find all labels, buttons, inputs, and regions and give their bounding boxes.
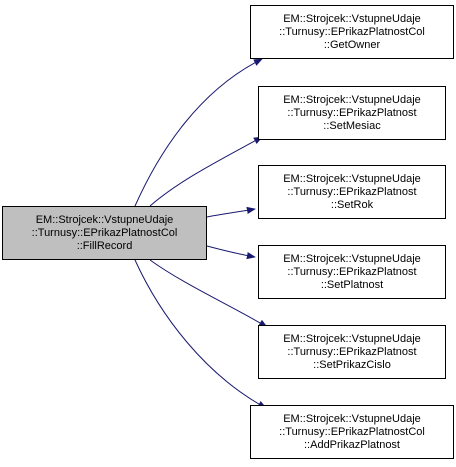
edge-to-set-prikaz-cislo (149, 259, 268, 328)
node-set-mesiac-line-3: ::SetMesiac (323, 119, 381, 132)
node-get-owner-line-3: ::GetOwner (323, 38, 381, 51)
edge-to-get-owner (134, 58, 263, 207)
node-set-prikaz-cislo-line-1: EM::Strojcek::VstupneUdaje (283, 332, 421, 345)
node-set-prikaz-cislo-line-2: ::Turnusy::EPrikazPlatnost (287, 345, 417, 358)
edge-to-set-rok (206, 206, 256, 218)
node-fill-record-line-1: EM::Strojcek::VstupneUdaje (35, 213, 174, 226)
node-add-prikaz-platnost[interactable]: EM::Strojcek::VstupneUdaje ::Turnusy::EP… (250, 405, 454, 459)
node-set-platnost[interactable]: EM::Strojcek::VstupneUdaje ::Turnusy::EP… (258, 245, 446, 299)
node-set-platnost-line-2: ::Turnusy::EPrikazPlatnost (287, 265, 417, 278)
node-set-rok[interactable]: EM::Strojcek::VstupneUdaje ::Turnusy::EP… (258, 165, 446, 219)
node-get-owner-line-2: ::Turnusy::EPrikazPlatnostCol (279, 25, 425, 38)
edge-to-set-mesiac (149, 136, 263, 207)
edge-to-set-platnost (206, 245, 256, 260)
node-set-rok-line-2: ::Turnusy::EPrikazPlatnost (287, 185, 417, 198)
node-set-prikaz-cislo[interactable]: EM::Strojcek::VstupneUdaje ::Turnusy::EP… (258, 325, 446, 379)
node-set-rok-line-1: EM::Strojcek::VstupneUdaje (283, 172, 421, 185)
node-set-platnost-line-3: ::SetPlatnost (320, 278, 384, 291)
node-add-prikaz-platnost-line-3: ::AddPrikazPlatnost (304, 438, 400, 451)
node-set-mesiac-line-1: EM::Strojcek::VstupneUdaje (283, 93, 421, 106)
node-fill-record[interactable]: EM::Strojcek::VstupneUdaje ::Turnusy::EP… (2, 206, 207, 260)
node-set-mesiac-line-2: ::Turnusy::EPrikazPlatnost (287, 106, 417, 119)
edge-to-add-prikaz-platnost (134, 259, 267, 409)
node-fill-record-line-2: ::Turnusy::EPrikazPlatnostCol (31, 226, 178, 239)
node-get-owner-line-1: EM::Strojcek::VstupneUdaje (283, 12, 421, 25)
node-set-rok-line-3: ::SetRok (330, 198, 374, 211)
node-fill-record-line-3: ::FillRecord (76, 239, 133, 252)
node-set-mesiac[interactable]: EM::Strojcek::VstupneUdaje ::Turnusy::EP… (258, 86, 446, 140)
node-get-owner[interactable]: EM::Strojcek::VstupneUdaje ::Turnusy::EP… (250, 5, 454, 59)
node-set-platnost-line-1: EM::Strojcek::VstupneUdaje (283, 252, 421, 265)
node-add-prikaz-platnost-line-2: ::Turnusy::EPrikazPlatnostCol (279, 425, 425, 438)
node-add-prikaz-platnost-line-1: EM::Strojcek::VstupneUdaje (283, 412, 421, 425)
node-set-prikaz-cislo-line-3: ::SetPrikazCislo (313, 358, 391, 371)
